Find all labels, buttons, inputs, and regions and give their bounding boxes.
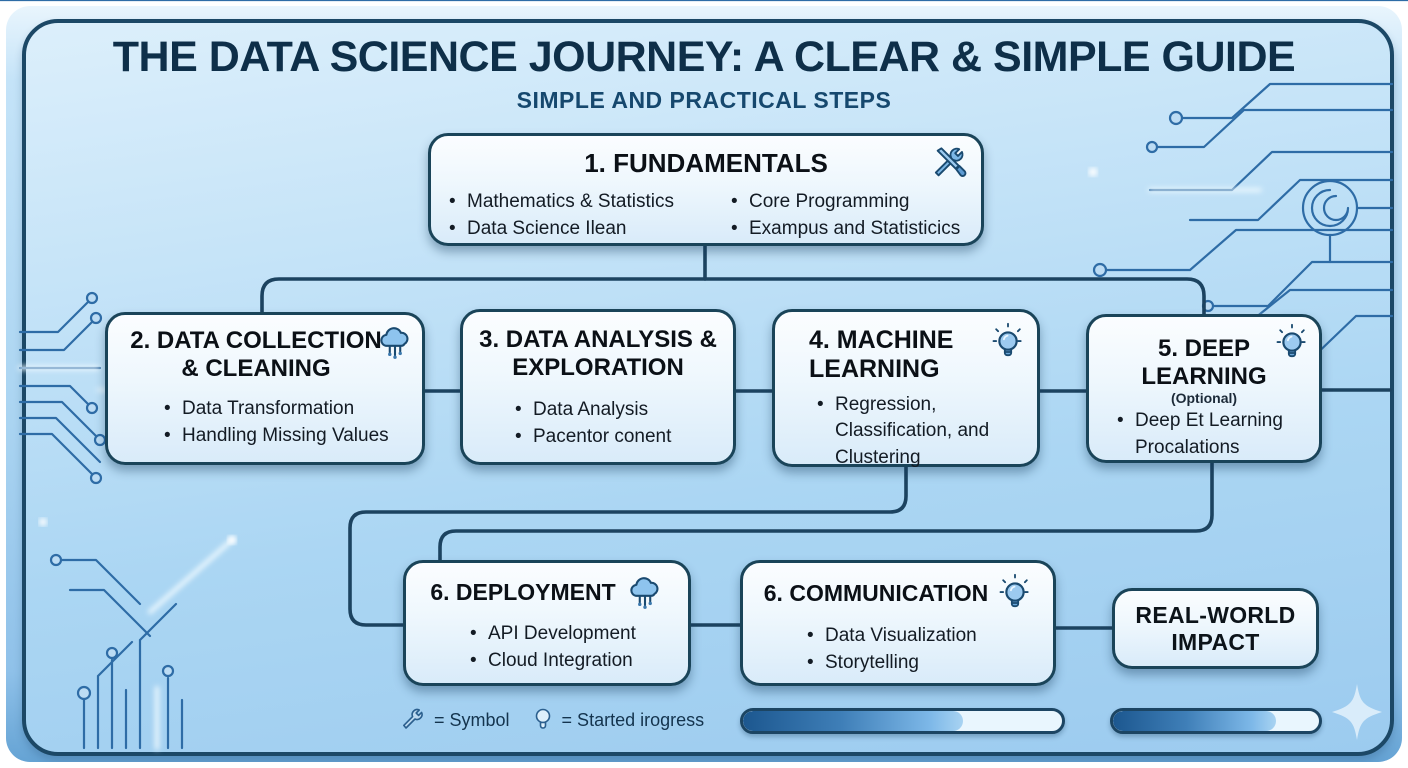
card-deep-learning: 5. DEEP LEARNING (Optional) Deep Et Lear… [1086, 314, 1322, 463]
legend-symbol-label: = Symbol [434, 709, 510, 730]
cloud-icon [376, 323, 414, 361]
bullet-item: Mathematics & Statistics [447, 189, 729, 216]
bullet-list: Data TransformationHandling Missing Valu… [162, 396, 408, 450]
bullet-item: Cloud Integration [468, 648, 674, 675]
card-heading: 4. MACHINE LEARNING [809, 326, 954, 383]
bulb-icon [991, 322, 1025, 362]
card-communication: 6. COMMUNICATION Data VisualizationStory… [740, 560, 1056, 686]
bullet-item: Handling Missing Values [162, 423, 408, 450]
card-heading: 6. COMMUNICATION [763, 579, 989, 606]
bulb-icon [1275, 323, 1309, 363]
bullet-item: Deep Et Learning Procalations [1115, 408, 1307, 462]
page-subtitle: SIMPLE AND PRACTICAL STEPS [516, 87, 892, 113]
bullet-list: Data VisualizationStorytelling [805, 623, 1039, 677]
progress-bar-2 [1110, 708, 1322, 734]
card-fundamentals: 1. FUNDAMENTALS Mathematics & Statistics… [428, 133, 984, 246]
bullet-list: Core ProgrammingExampus and Statisticics [729, 189, 960, 243]
progress-fill [743, 711, 964, 731]
card-heading: 5. DEEP LEARNING [1141, 335, 1267, 390]
card-heading: 3. DATA ANALYSIS & EXPLORATION [479, 326, 717, 381]
bullet-item: API Development [468, 621, 674, 648]
page-title: THE DATA SCIENCE JOURNEY: A CLEAR & SIMP… [112, 33, 1296, 81]
optional-note: (Optional) [1170, 390, 1238, 407]
cloud-icon [626, 573, 664, 611]
bullet-item: Data Science Ilean [447, 216, 729, 243]
card-heading: 1. FUNDAMENTALS [584, 148, 828, 178]
bullet-list: Regression, Classification, and Clusteri… [815, 392, 1005, 473]
bulb-icon [532, 707, 554, 733]
tools-icon [931, 144, 969, 182]
bullet-item: Data Transformation [162, 396, 408, 423]
legend: = Symbol = Started irogress [402, 707, 718, 733]
wrench-icon [402, 708, 426, 732]
progress-bar-1 [740, 708, 1065, 734]
card-deployment: 6. DEPLOYMENT API DevelopmentCloud Integ… [403, 560, 691, 686]
progress-fill [1113, 711, 1276, 731]
card-heading: REAL-WORLD IMPACT [1135, 602, 1296, 655]
bullet-list: Deep Et Learning Procalations [1115, 408, 1307, 462]
legend-progress-label: = Started irogress [561, 709, 705, 730]
bullet-item: Data Visualization [805, 623, 1039, 650]
bullet-list: Mathematics & StatisticsData Science Ile… [447, 189, 729, 243]
card-heading: 2. DATA COLLECTION & CLEANING [130, 327, 382, 382]
bullet-list: API DevelopmentCloud Integration [468, 621, 674, 675]
bullet-item: Exampus and Statisticics [729, 216, 960, 243]
bullet-list: Data AnalysisPacentor conent [513, 397, 719, 451]
bullet-item: Storytelling [805, 650, 1039, 677]
bulb-icon [998, 573, 1032, 613]
bullet-item: Regression, Classification, and Clusteri… [815, 392, 1005, 473]
card-data-analysis: 3. DATA ANALYSIS & EXPLORATION Data Anal… [460, 309, 736, 465]
bullet-item: Pacentor conent [513, 424, 719, 451]
card-real-world-impact: REAL-WORLD IMPACT [1112, 588, 1319, 669]
bullet-item: Core Programming [729, 189, 960, 216]
bullet-item: Data Analysis [513, 397, 719, 424]
card-data-collection: 2. DATA COLLECTION & CLEANING Data Trans… [105, 312, 425, 465]
card-machine-learning: 4. MACHINE LEARNING Regression, Classifi… [772, 309, 1040, 468]
card-heading: 6. DEPLOYMENT [430, 578, 616, 605]
